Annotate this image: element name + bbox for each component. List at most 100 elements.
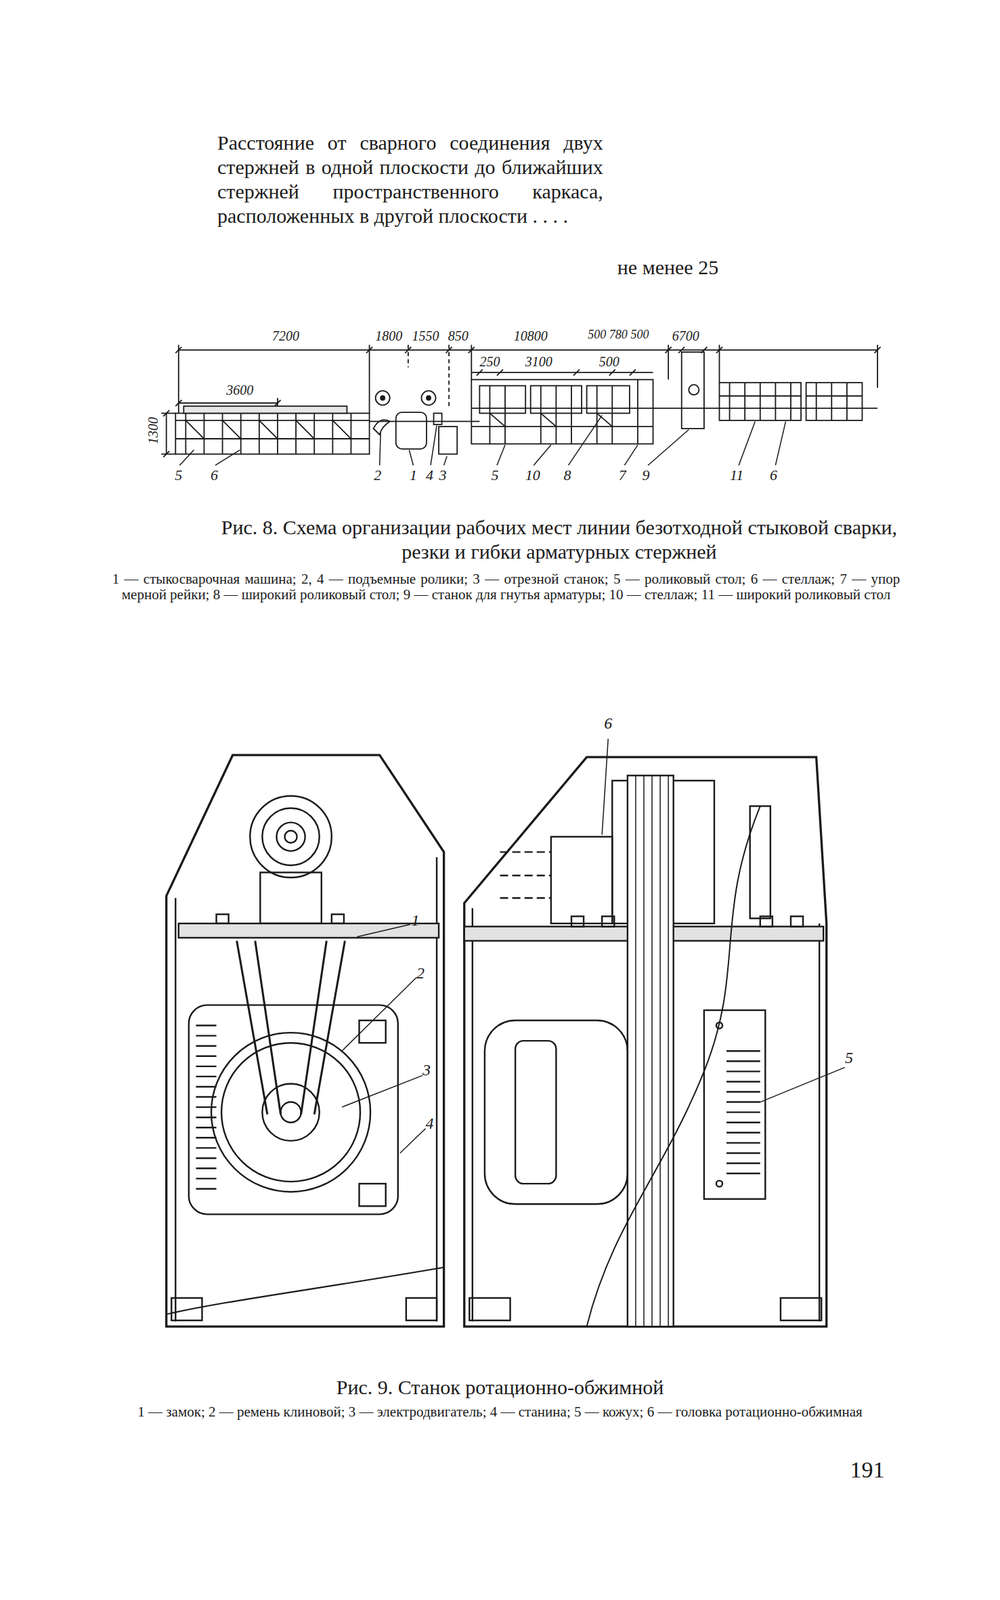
callout-number: 1 [410, 911, 420, 929]
caption-legend: 1 — стыкосварочная машина; 2, 4 — подъем… [112, 571, 901, 603]
dimension-label: 500 [630, 328, 649, 342]
fig9-machine-front-part [280, 1102, 301, 1123]
fig9-machine-front-part [331, 914, 344, 924]
fig9-machine-front-part [359, 1020, 386, 1043]
fig9-machine-front-part [166, 1267, 445, 1315]
fig9-machine-front-part [221, 1042, 361, 1182]
callout-number: 5 [844, 1048, 854, 1067]
fig9-machine-side-part [601, 738, 845, 1102]
fig9-machine-side-part [635, 775, 669, 1327]
fig9-machine-front-part [259, 872, 321, 923]
fig8-scheme-part [161, 410, 176, 458]
value-text: не менее 25 [617, 255, 719, 280]
fig9-machine-front-part [195, 1025, 216, 1189]
callout-number: 6 [210, 467, 219, 484]
callout-number: 3 [422, 1060, 431, 1079]
fig8-scheme-part [426, 396, 431, 401]
callout-number: 11 [729, 467, 744, 484]
fig8-scheme-part [471, 425, 653, 428]
fig9-machine-side-part [515, 1040, 556, 1184]
fig9-machine-side-part [627, 775, 674, 1327]
fig8-scheme-part [688, 384, 699, 395]
callout-number: 3 [439, 467, 447, 484]
fig8-scheme-part [175, 412, 369, 454]
fig9-machine-front-part [236, 940, 346, 1114]
dimension-label: 10800 [513, 328, 548, 344]
fig9-machine-side-part [704, 1010, 766, 1200]
fig9-machine-front-part [285, 830, 298, 843]
callout-number: 4 [425, 1114, 434, 1133]
dimension-label: 3600 [226, 382, 254, 398]
fig8-scheme-part [185, 420, 351, 439]
callout-number: 8 [563, 467, 571, 484]
fig8-scheme-part [380, 396, 385, 401]
callout-number: 6 [603, 714, 613, 732]
figure-caption: Рис. 9. Станок ротационно-обжимной [336, 1375, 665, 1399]
dimension-label: 250 [479, 354, 500, 369]
fig8-scheme-part [175, 346, 881, 353]
fig9-machine-front [166, 754, 445, 1327]
dimension-label: 1300 [145, 417, 161, 445]
callout-number: 6 [769, 467, 778, 484]
fig8-scheme-part [373, 419, 390, 435]
fig8-scheme-part [438, 426, 458, 455]
fig8-scheme-part [433, 412, 443, 425]
callout-number: 1 [409, 467, 418, 484]
dimension-label: 500 [587, 328, 606, 342]
fig8-scheme-part [375, 390, 390, 405]
fig9-machine-front-part [178, 923, 439, 938]
fig9-machine-side-part [780, 1297, 822, 1321]
callout-number: 5 [174, 467, 183, 484]
fig8-scheme-part [489, 412, 613, 427]
dimension-label: 6700 [672, 328, 700, 344]
fig9-machine-side-part [790, 916, 803, 927]
dimension-label: 500 [599, 354, 620, 369]
fig9-machine-side-part [716, 1180, 723, 1187]
fig8-scheme-part [165, 412, 168, 454]
fig8-scheme-part [681, 352, 705, 429]
fig8-scheme-part [587, 385, 630, 414]
fig9-machine-front-part [262, 808, 319, 866]
dimension-label: 780 [609, 328, 628, 342]
fig9-machine-front-part [341, 924, 426, 1154]
fig9-machine-front-part [171, 1297, 202, 1321]
fig8-scheme-part [719, 382, 802, 421]
callout-number: 2 [416, 964, 425, 982]
fig8-scheme-part [471, 371, 653, 374]
fig9-machine-side [464, 738, 845, 1327]
fig8-scheme-part [369, 420, 481, 422]
fig9-machine-front-part [211, 1032, 371, 1192]
fig9-machine-side-part [500, 851, 552, 898]
fig9-machine-front-part [216, 914, 229, 924]
fig9-machine-front-part [276, 822, 305, 852]
fig8-scheme-part [806, 382, 863, 421]
fig8-scheme-part [471, 379, 653, 445]
callout-number: 4 [425, 467, 434, 484]
fig9-machine-side-part [484, 1020, 628, 1204]
dimension-label: 1550 [411, 328, 439, 344]
fig9-machine-side-part [469, 1297, 510, 1321]
fig8-scheme [161, 344, 881, 466]
fig9-machine-side-part [726, 1050, 761, 1174]
fig8-scheme-part [396, 412, 427, 449]
dimension-label: 7200 [272, 328, 300, 344]
caption-legend: 1 — замок; 2 — ремень клиновой; 3 — элек… [102, 1404, 899, 1420]
fig8-scheme-part [183, 406, 347, 414]
fig9-machine-front-part [166, 754, 445, 1327]
callout-number: 10 [525, 467, 541, 484]
fig8-scheme-part [719, 382, 802, 421]
fig8-scheme-part [178, 349, 878, 351]
callout-number: 7 [618, 467, 627, 484]
dimension-label: 1800 [375, 328, 403, 344]
fig8-scheme-part [489, 379, 638, 445]
fig8-scheme-part [421, 390, 436, 405]
fig8-scheme-part [179, 415, 786, 466]
dimension-label: 3100 [525, 354, 553, 369]
fig8-scheme-part [476, 369, 636, 376]
fig9-machine-front-part [262, 1083, 319, 1141]
body-text: Расстояние от сварного соединения двух с… [217, 130, 604, 229]
fig9-machine-side-part [587, 806, 761, 1328]
callout-number: 5 [490, 467, 499, 484]
callout-number: 9 [642, 467, 650, 484]
